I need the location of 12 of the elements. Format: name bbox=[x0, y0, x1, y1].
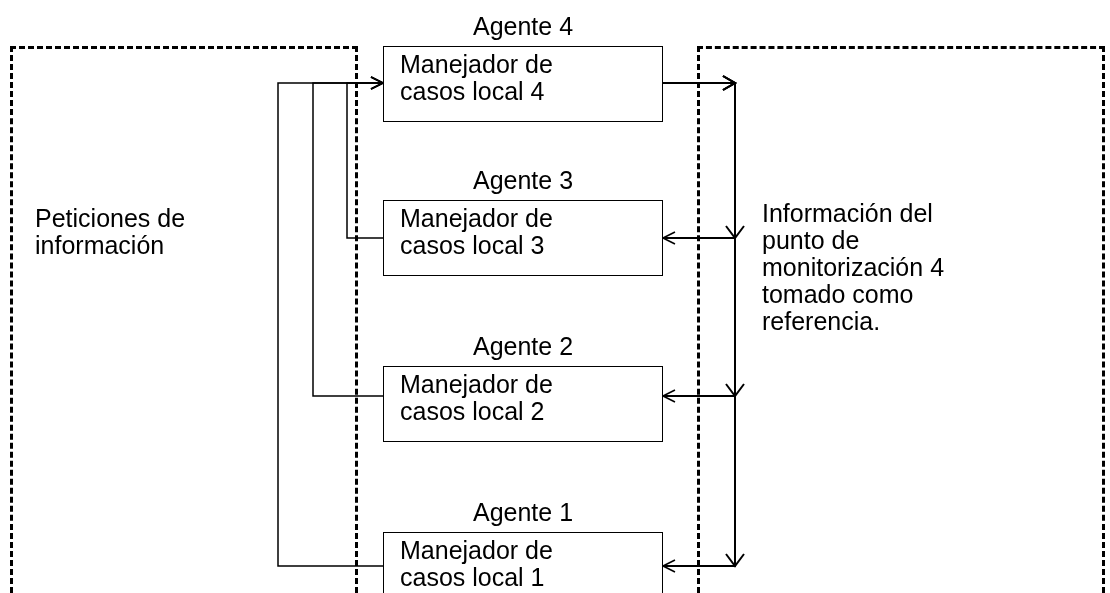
region-label: Información del punto de monitorización 4 tomado como referencia. bbox=[762, 200, 946, 335]
agent-heading: Agente 2 bbox=[471, 333, 575, 360]
agent-heading: Agente 4 bbox=[471, 13, 575, 40]
arrow bbox=[662, 75, 745, 573]
region-label: Peticiones de información bbox=[35, 205, 187, 259]
box-label: Manejador de casos local 3 bbox=[400, 205, 554, 259]
box-label: Manejador de casos local 1 bbox=[400, 537, 554, 591]
box-label: Manejador de casos local 4 bbox=[400, 51, 554, 105]
box-label: Manejador de casos local 2 bbox=[400, 371, 554, 425]
agent-heading: Agente 1 bbox=[471, 499, 575, 526]
arrow bbox=[277, 76, 384, 567]
agent-heading: Agente 3 bbox=[471, 167, 575, 194]
